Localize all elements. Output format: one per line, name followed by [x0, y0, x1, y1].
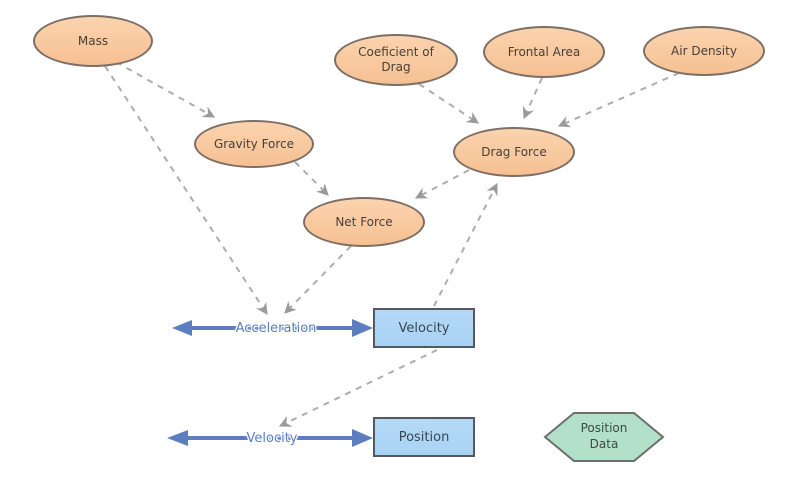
variable-coeficient-of-drag[interactable]: Coeficient of Drag: [334, 34, 458, 86]
flow-velocity-right-arrowhead-icon: [352, 429, 373, 447]
variable-air-density[interactable]: Air Density: [643, 26, 765, 76]
flow-acceleration-label[interactable]: Acceleration: [235, 320, 317, 336]
variable-frontal-area[interactable]: Frontal Area: [483, 26, 605, 78]
link-mass-to-acceleration[interactable]: [104, 65, 268, 316]
link-velocity-to-drag-force[interactable]: [433, 182, 498, 307]
variable-net-force[interactable]: Net Force: [303, 197, 425, 247]
stock-position[interactable]: Position: [373, 417, 475, 457]
converter-position-data[interactable]: Position Data: [543, 411, 665, 463]
variable-drag-force[interactable]: Drag Force: [453, 127, 575, 177]
link-net-force-to-acceleration[interactable]: [284, 245, 352, 314]
stock-position-label: Position: [398, 429, 450, 445]
variable-gravity-force[interactable]: Gravity Force: [194, 120, 314, 168]
link-drag-force-to-net-force[interactable]: [414, 169, 470, 199]
link-frontal-area-to-drag-force[interactable]: [522, 77, 543, 120]
flow-velocity-label[interactable]: Velocity: [246, 430, 298, 446]
variable-mass-label: Mass: [77, 33, 109, 48]
flow-acceleration-right-arrowhead-icon: [352, 319, 373, 337]
variable-net-force-label: Net Force: [335, 214, 393, 229]
link-mass-to-gravity-force[interactable]: [115, 61, 216, 118]
hexagon-shape-icon: [543, 412, 665, 462]
variable-mass[interactable]: Mass: [33, 15, 153, 67]
converter-position-data-label: Position Data: [580, 421, 628, 451]
variable-gravity-force-label: Gravity Force: [213, 136, 295, 151]
variable-air-density-label: Air Density: [671, 43, 737, 58]
link-air-density-to-drag-force[interactable]: [557, 72, 680, 128]
variable-drag-force-label: Drag Force: [481, 144, 547, 159]
stock-velocity[interactable]: Velocity: [373, 308, 475, 348]
stock-velocity-label: Velocity: [398, 320, 450, 336]
link-coeficient-of-drag-to-drag-force[interactable]: [418, 83, 480, 124]
flow-acceleration-arrow[interactable]: [172, 319, 373, 337]
link-gravity-force-to-net-force[interactable]: [294, 161, 329, 196]
flow-velocity-left-arrowhead-icon: [167, 430, 188, 446]
flow-velocity-arrow[interactable]: [167, 429, 373, 447]
flow-acceleration-left-arrowhead-icon: [172, 320, 192, 336]
variable-coeficient-of-drag-label: Coeficient of Drag: [358, 45, 434, 74]
link-velocity-to-velocity-flow[interactable]: [278, 349, 438, 427]
variable-frontal-area-label: Frontal Area: [507, 44, 581, 59]
